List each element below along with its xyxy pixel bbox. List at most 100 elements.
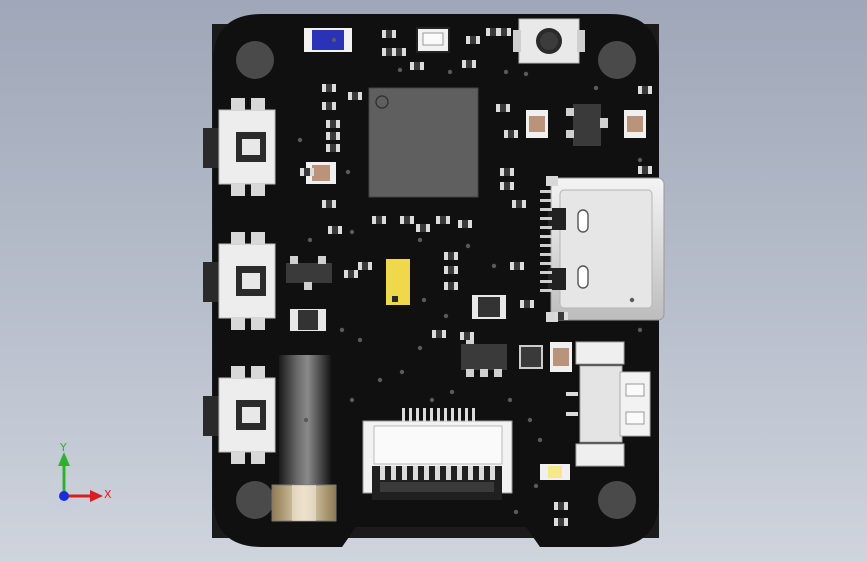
cylindrical-component[interactable] bbox=[271, 355, 337, 522]
smd-passive-body bbox=[414, 62, 420, 70]
mcu-chip[interactable] bbox=[368, 87, 479, 198]
smd-passive-body bbox=[436, 330, 442, 338]
fpc-contact bbox=[479, 466, 484, 480]
via bbox=[537, 437, 543, 443]
smd-passive-body bbox=[326, 84, 332, 92]
blue-diode[interactable] bbox=[304, 28, 352, 52]
smd-passive-body bbox=[490, 28, 496, 36]
side-switch-3[interactable] bbox=[203, 366, 276, 464]
fpc-pins bbox=[380, 408, 495, 480]
diode-d1[interactable] bbox=[290, 309, 326, 331]
side-switch-2[interactable] bbox=[203, 232, 276, 330]
smd-passive-body bbox=[348, 270, 354, 278]
smd-passive-body bbox=[352, 92, 358, 100]
sot-package-1[interactable] bbox=[286, 256, 332, 290]
capacitor-c3[interactable] bbox=[306, 162, 336, 184]
via bbox=[527, 417, 533, 423]
fpc-pin bbox=[472, 408, 475, 422]
via bbox=[417, 345, 423, 351]
vias bbox=[297, 37, 643, 515]
via bbox=[349, 397, 355, 403]
reset-button[interactable] bbox=[513, 18, 585, 64]
fpc-contact bbox=[413, 466, 418, 480]
fpc-contact bbox=[446, 466, 451, 480]
via bbox=[503, 69, 509, 75]
smd-passive-body bbox=[330, 144, 336, 152]
smd-passive-body bbox=[404, 216, 410, 224]
via bbox=[421, 297, 427, 303]
smd-passive-body bbox=[448, 266, 454, 274]
usb-pin bbox=[540, 271, 552, 274]
smd-passive-body bbox=[420, 224, 426, 232]
top-ic[interactable] bbox=[416, 27, 450, 53]
usb-pins bbox=[540, 190, 552, 292]
smd-passive-body bbox=[464, 332, 470, 340]
side-switch-1[interactable] bbox=[203, 98, 276, 196]
via bbox=[349, 229, 355, 235]
smd-passive-body bbox=[304, 168, 310, 176]
capacitor-c2[interactable] bbox=[624, 110, 646, 138]
usb-pin bbox=[540, 235, 552, 238]
fpc-contact bbox=[490, 466, 495, 480]
via bbox=[307, 237, 313, 243]
smd-passive-body bbox=[516, 200, 522, 208]
smd-passive-body bbox=[386, 30, 392, 38]
fpc-pin bbox=[458, 408, 461, 422]
fpc-pin bbox=[423, 408, 426, 422]
capacitor-c1[interactable] bbox=[526, 110, 548, 138]
smd-passive-body bbox=[362, 262, 368, 270]
usb-pin bbox=[540, 289, 552, 292]
smd-passive-body bbox=[440, 216, 446, 224]
via bbox=[491, 263, 497, 269]
via bbox=[417, 237, 423, 243]
y-axis-arrow bbox=[58, 452, 70, 466]
fpc-contact bbox=[402, 466, 407, 480]
usb-pin bbox=[540, 190, 552, 193]
smd-passive-body bbox=[500, 104, 506, 112]
yellow-capacitor[interactable] bbox=[386, 259, 410, 305]
via bbox=[629, 297, 635, 303]
sot-package-2[interactable] bbox=[461, 336, 507, 377]
smd-passive-body bbox=[326, 102, 332, 110]
smd-passive-body bbox=[376, 216, 382, 224]
via bbox=[465, 243, 471, 249]
smd-passive-body bbox=[462, 220, 468, 228]
smd-passive-body bbox=[330, 132, 336, 140]
fpc-pin bbox=[437, 408, 440, 422]
smd-passive-body bbox=[396, 48, 402, 56]
via bbox=[637, 327, 643, 333]
axis-triad: Y X bbox=[48, 441, 112, 511]
smd-passive-body bbox=[558, 518, 564, 526]
via bbox=[331, 37, 337, 43]
smd-passive-body bbox=[524, 300, 530, 308]
smd-passive-body bbox=[642, 86, 648, 94]
y-axis-label: Y bbox=[59, 441, 67, 454]
fpc-connector[interactable] bbox=[362, 420, 513, 500]
smd-passive-body bbox=[558, 312, 564, 320]
smd-passive-body bbox=[508, 130, 514, 138]
mounting-hole-bottom-left bbox=[236, 481, 274, 519]
fpc-contact bbox=[457, 466, 462, 480]
via bbox=[513, 509, 519, 515]
via bbox=[345, 169, 351, 175]
via bbox=[339, 327, 345, 333]
jst-connector[interactable] bbox=[566, 341, 651, 467]
status-led[interactable] bbox=[540, 464, 570, 480]
capacitor-c4[interactable] bbox=[550, 342, 572, 372]
diode-d2[interactable] bbox=[472, 295, 506, 319]
usb-pin bbox=[540, 217, 552, 220]
voltage-regulator[interactable] bbox=[566, 104, 608, 146]
usb-pin bbox=[540, 226, 552, 229]
fpc-pin bbox=[451, 408, 454, 422]
via bbox=[377, 377, 383, 383]
via bbox=[443, 313, 449, 319]
smd-passive-body bbox=[448, 282, 454, 290]
mounting-hole-bottom-right bbox=[598, 481, 636, 519]
usb-c-connector[interactable] bbox=[546, 176, 665, 322]
usb-pin bbox=[540, 253, 552, 256]
via bbox=[303, 417, 309, 423]
fpc-pin bbox=[416, 408, 419, 422]
sot-package-3[interactable] bbox=[519, 345, 543, 369]
fpc-pin bbox=[402, 408, 405, 422]
